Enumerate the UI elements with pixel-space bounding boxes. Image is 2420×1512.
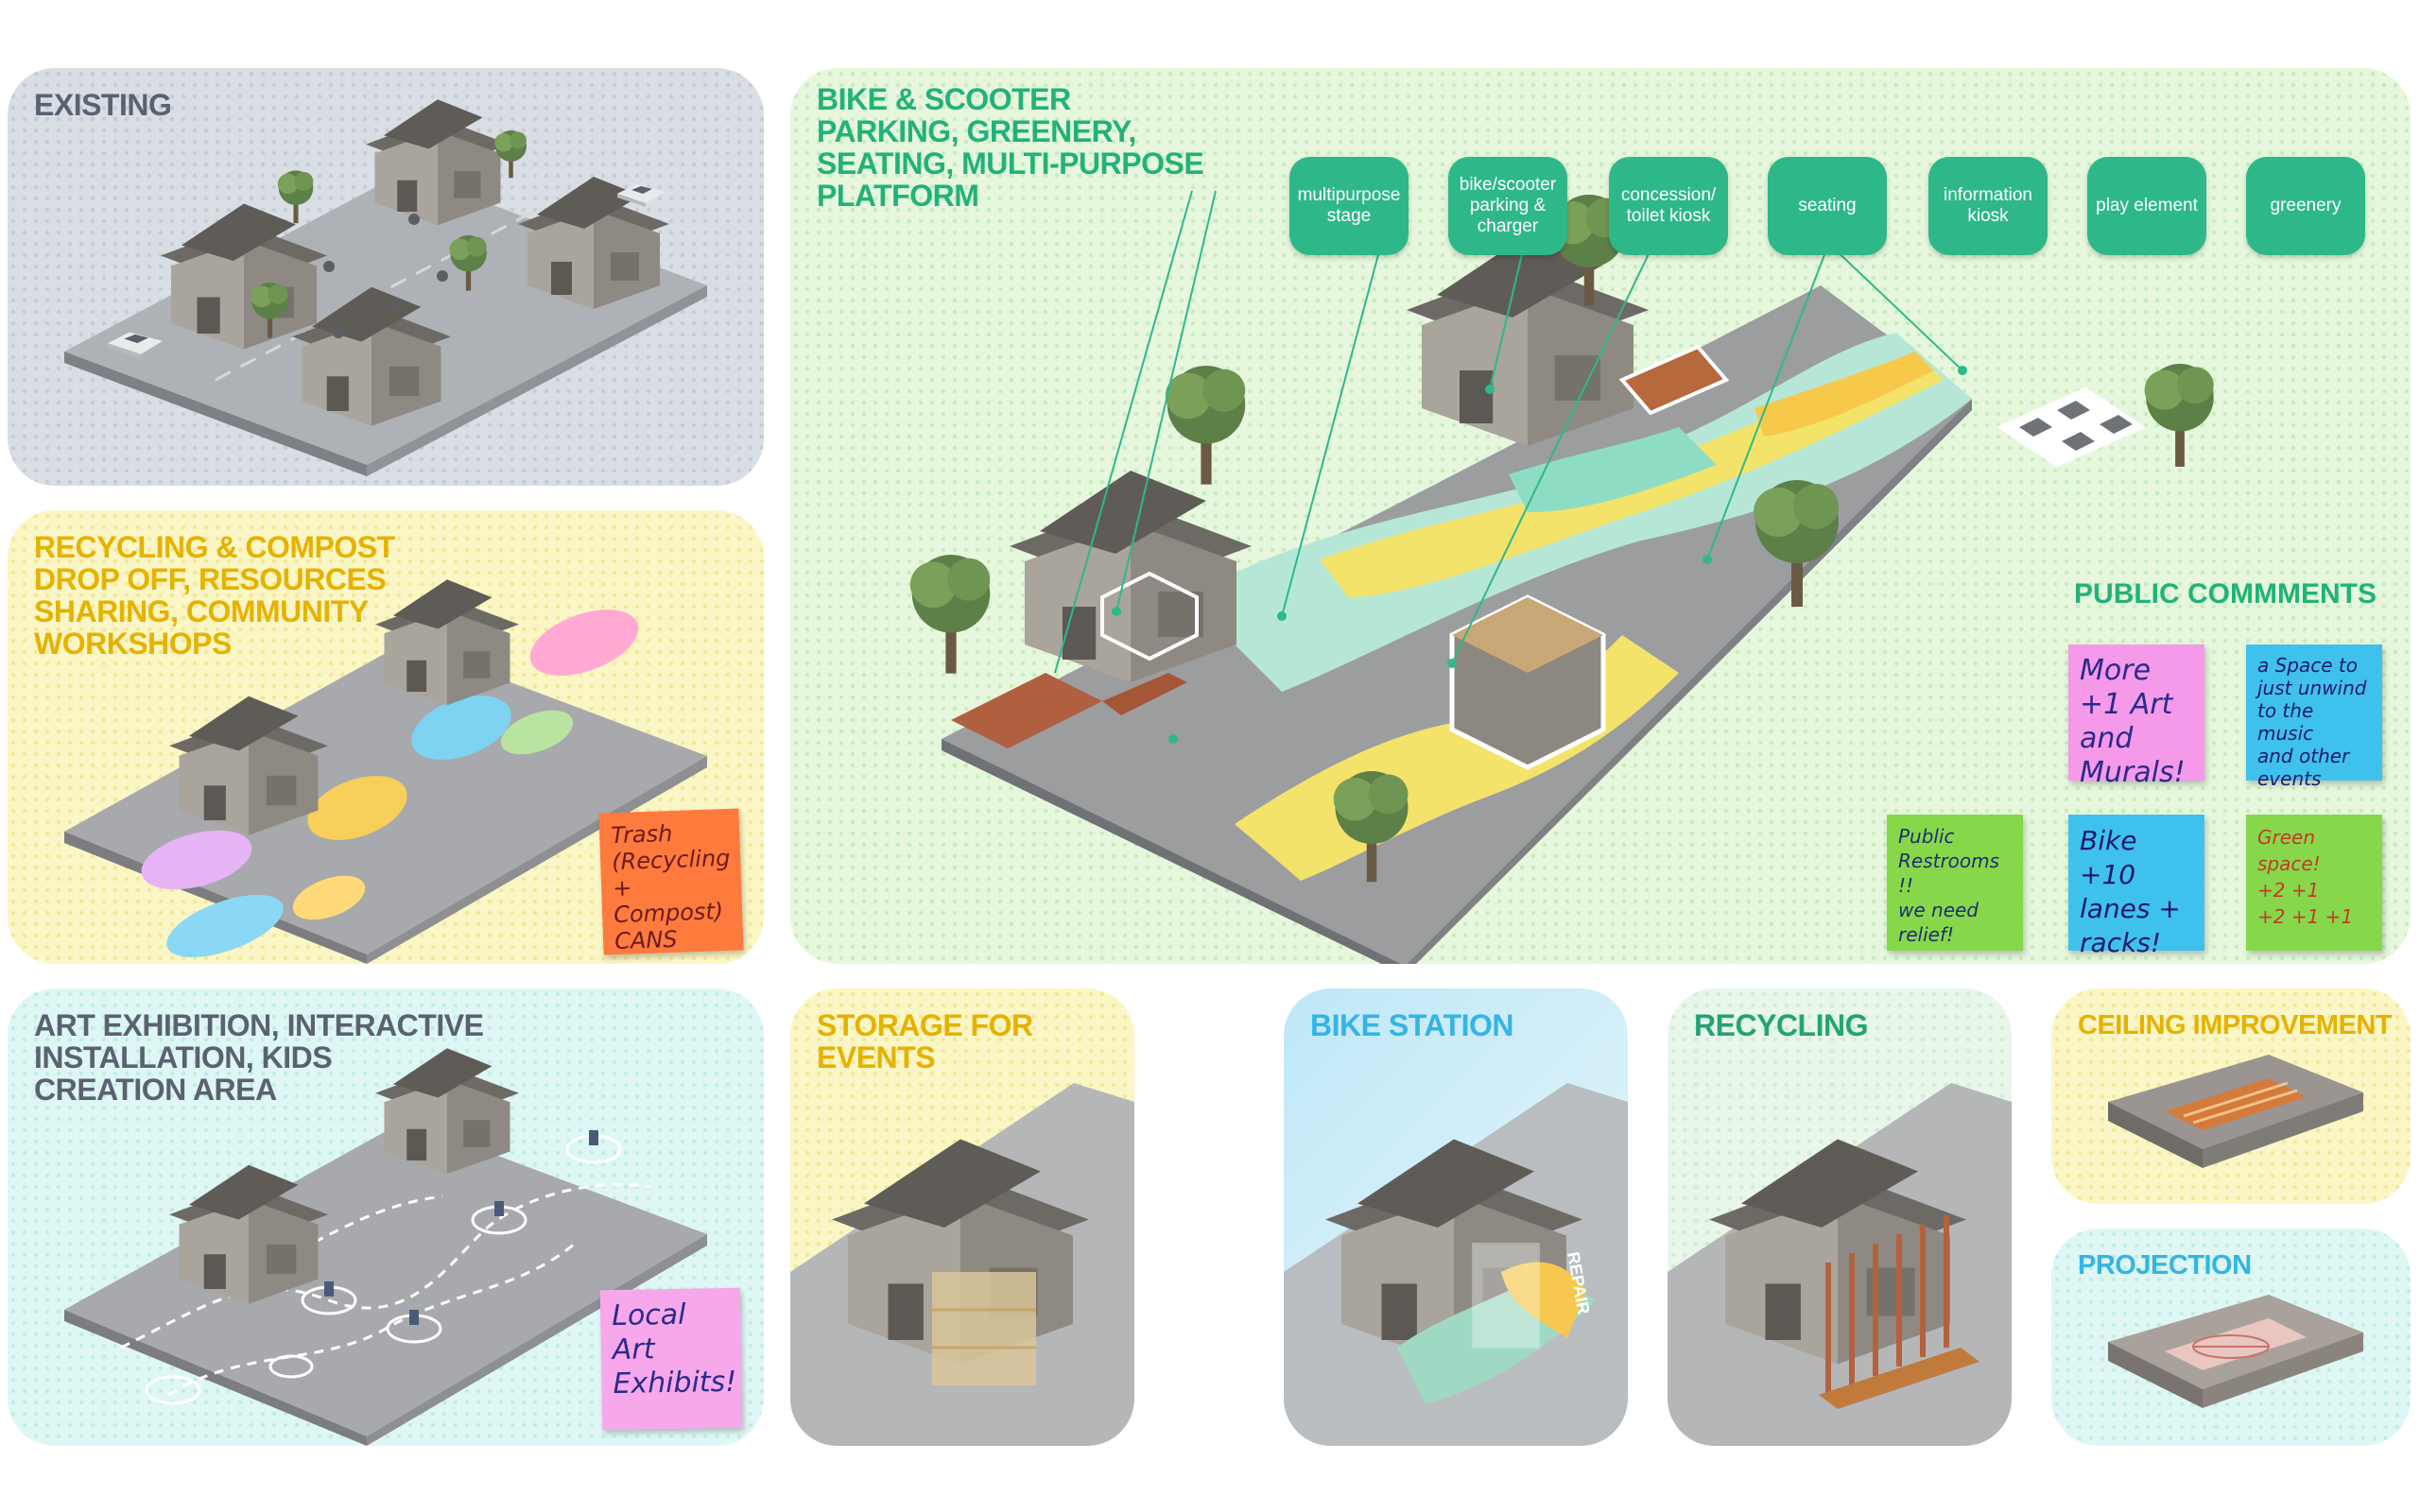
panel-recycling: RECYCLING — [1668, 988, 2012, 1446]
tag-seating: seating — [1768, 157, 1887, 255]
ceiling-drawing — [2108, 1055, 2363, 1168]
sticky-note-restrooms: Public Restrooms !! we need relief! — [1887, 815, 2023, 951]
panel-bike-station: BIKE STATION REPAIR — [1284, 988, 1628, 1446]
panel-title: CEILING IMPROVEMENT — [2078, 1010, 2393, 1040]
projection-drawing — [2108, 1295, 2363, 1408]
tag-multipurpose-stage: multipurpose stage — [1289, 157, 1409, 255]
sticky-note-trash: Trash (Recycling + Compost) CANS — [598, 808, 744, 955]
panel-art-exhibition: ART EXHIBITION, INTERACTIVE INSTALLATION… — [8, 988, 764, 1446]
existing-axonometric-drawing — [64, 99, 707, 476]
panel-existing: EXISTING — [8, 68, 764, 486]
tag-bike-scooter-parking: bike/scooter parking & charger — [1448, 157, 1567, 255]
sticky-note-local-art: Local Art Exhibits! — [599, 1287, 743, 1431]
panel-main-plan: BIKE & SCOOTER PARKING, GREENERY, SEATIN… — [790, 68, 2411, 964]
bike-station-drawing: REPAIR — [1284, 1083, 1628, 1446]
recycling-compost-axonometric-drawing — [64, 579, 707, 964]
tag-greenery: greenery — [2246, 157, 2365, 255]
recycling-drawing — [1668, 1083, 2012, 1446]
sticky-note-bike-lanes: Bike +10 lanes + racks! — [2068, 815, 2204, 958]
panel-recycling-compost: RECYCLING & COMPOST DROP OFF, RESOURCES … — [8, 510, 764, 964]
sticky-note-space-music: a Space to just unwind to the music and … — [2246, 644, 2382, 790]
panel-projection: PROJECTION — [2051, 1228, 2411, 1446]
panel-title: EXISTING — [34, 88, 172, 122]
panel-storage-events: STORAGE FOR EVENTS — [790, 988, 1134, 1446]
sticky-note-green-space: Green space! +2 +1 +2 +1 +1 — [2246, 815, 2382, 951]
main-plan-axonometric-drawing — [909, 190, 2214, 964]
art-exhibition-axonometric-drawing — [64, 1048, 707, 1446]
sticky-note-more-art: More +1 Art and Murals! — [2068, 644, 2204, 789]
storage-drawing — [790, 1083, 1134, 1446]
tag-play-element: play element — [2087, 157, 2206, 255]
public-comments-title: PUBLIC COMMMENTS — [2074, 578, 2377, 610]
panel-ceiling-improvement: CEILING IMPROVEMENT — [2051, 988, 2411, 1204]
panel-title: PROJECTION — [2078, 1250, 2252, 1280]
panel-title: BIKE STATION — [1310, 1008, 1514, 1042]
tag-concession-toilet-kiosk: concession/ toilet kiosk — [1609, 157, 1728, 255]
panel-title: ART EXHIBITION, INTERACTIVE INSTALLATION… — [34, 1008, 484, 1107]
panel-title: STORAGE FOR EVENTS — [817, 1008, 1033, 1074]
panel-title: RECYCLING & COMPOST DROP OFF, RESOURCES … — [34, 530, 395, 661]
panel-title: RECYCLING — [1694, 1008, 1868, 1042]
tag-information-kiosk: information kiosk — [1928, 157, 2048, 255]
panel-title: BIKE & SCOOTER PARKING, GREENERY, SEATIN… — [817, 82, 1204, 213]
